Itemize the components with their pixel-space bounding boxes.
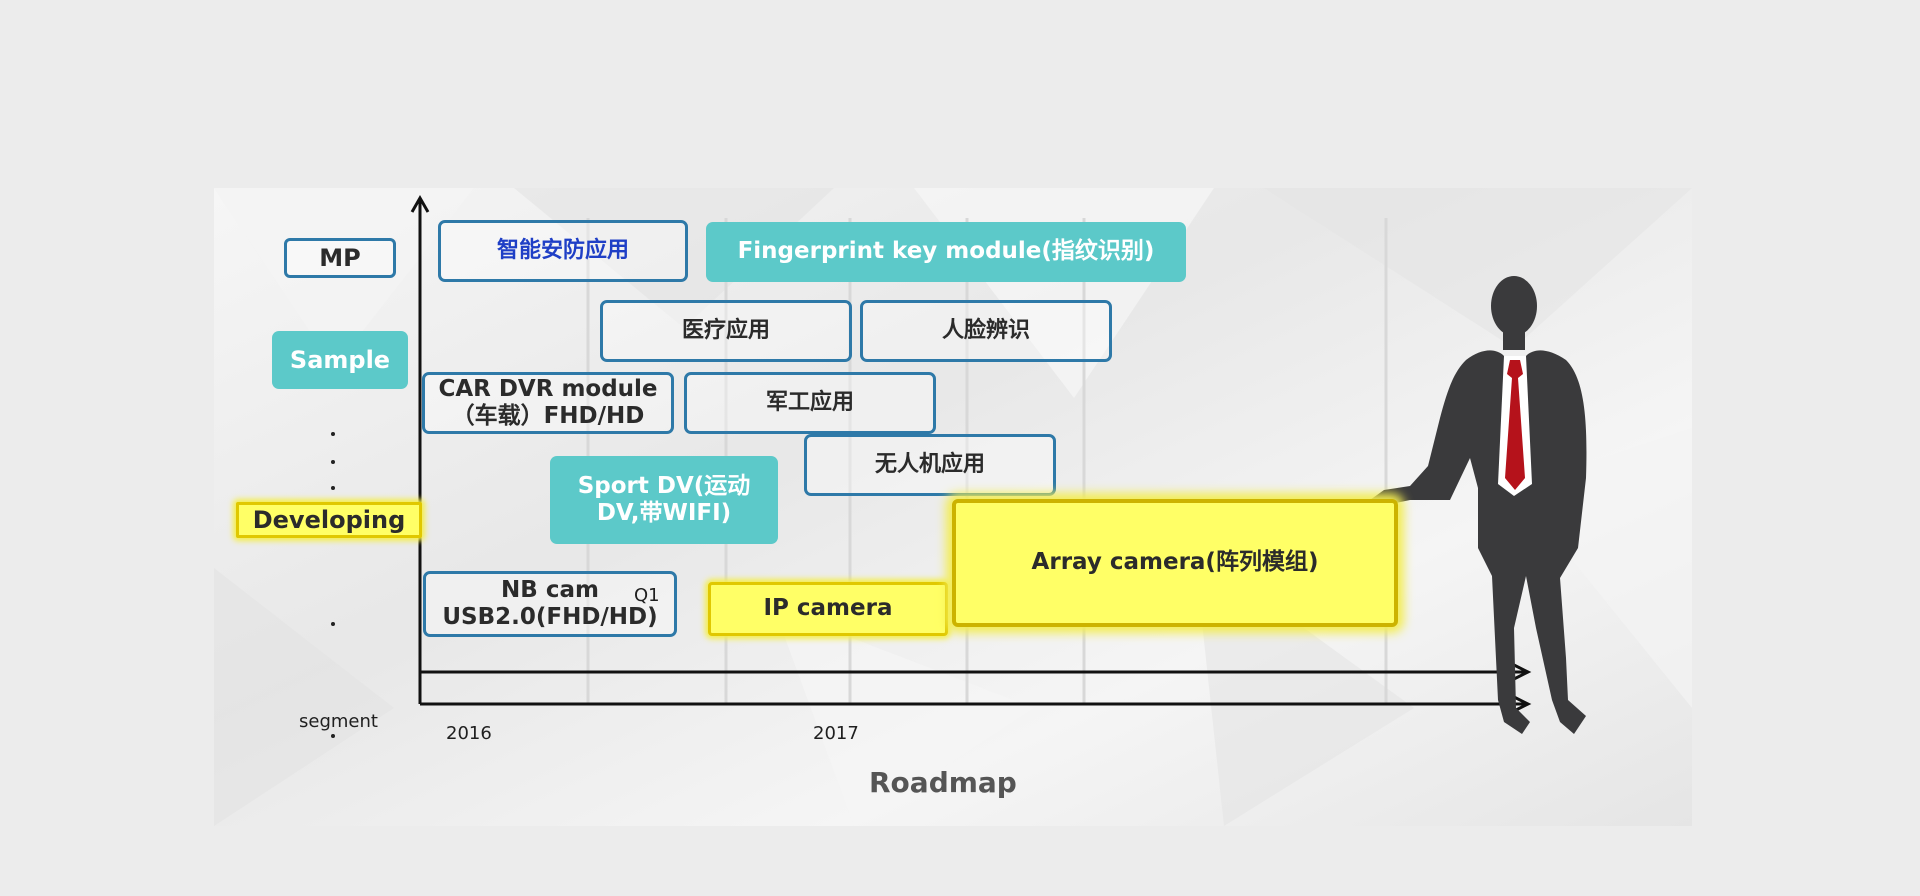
year-label-start: 2016 xyxy=(446,723,492,744)
item-fingerprint-module: Fingerprint key module(指纹识别) xyxy=(706,222,1186,282)
item-sport-dv: Sport DV(运动 DV,带WIFI) xyxy=(550,456,778,544)
year-label-mid: 2017 xyxy=(813,723,859,744)
item-drone-application: 无人机应用 xyxy=(804,434,1056,496)
businessman-silhouette xyxy=(1370,276,1587,734)
quarter-marker-q1: Q1 xyxy=(634,585,660,606)
item-face-recognition: 人脸辨识 xyxy=(860,300,1112,362)
item-car-dvr-module: CAR DVR module （车载）FHD/HD xyxy=(422,372,674,434)
stage-mp-label: MP xyxy=(284,238,396,278)
roadmap-title: Roadmap xyxy=(869,766,1017,799)
segment-label: segment xyxy=(299,711,378,732)
roadmap-chart-canvas xyxy=(214,188,1692,826)
ellipsis-dot xyxy=(331,460,335,464)
stage-developing-label: Developing xyxy=(236,502,422,538)
item-security-application: 智能安防应用 xyxy=(438,220,688,282)
ellipsis-dot xyxy=(331,432,335,436)
axes xyxy=(410,194,1532,713)
item-military-application: 军工应用 xyxy=(684,372,936,434)
item-medical-application: 医疗应用 xyxy=(600,300,852,362)
item-ip-camera: IP camera xyxy=(708,582,948,636)
item-array-camera: Array camera(阵列模组) xyxy=(952,499,1398,627)
ellipsis-dot xyxy=(331,622,335,626)
ellipsis-dot xyxy=(331,486,335,490)
ellipsis-dot xyxy=(331,734,335,738)
roadmap-panel: MP Sample Developing segment 2016 2017 智… xyxy=(214,188,1692,826)
stage-sample-label: Sample xyxy=(272,331,408,389)
item-nb-cam: NB cam USB2.0(FHD/HD) xyxy=(423,571,677,637)
